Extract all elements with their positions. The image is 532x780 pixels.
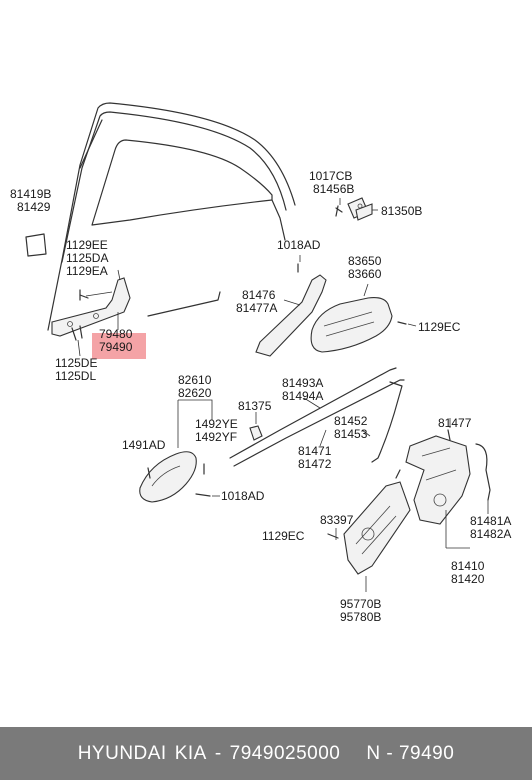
label-sticker	[25, 233, 47, 257]
actuator	[327, 469, 411, 592]
door-frame	[47, 102, 296, 331]
label-83650: 83650	[348, 254, 382, 268]
label-81429: 81429	[17, 200, 51, 214]
highlight-box	[92, 333, 146, 359]
label-82610: 82610	[178, 373, 212, 387]
label-81477: 81477	[438, 416, 472, 430]
label-81456b: 81456B	[313, 182, 354, 196]
label-81493a: 81493A	[282, 376, 323, 390]
footer-part-number: 7949025000	[229, 742, 341, 764]
parts-diagram: 81419B 81429 1129EE 1125DA 1129EA 79480 …	[10, 102, 511, 624]
outside-handle	[310, 283, 417, 353]
label-81453: 81453	[334, 427, 368, 441]
door-check	[51, 269, 131, 357]
striker	[335, 197, 378, 221]
rods	[229, 367, 405, 467]
label-81476: 81476	[242, 288, 276, 302]
label-1017cb: 1017CB	[309, 169, 352, 183]
label-81472: 81472	[298, 457, 332, 471]
door-latch	[405, 418, 491, 549]
part-footer-bar: HYUNDAI KIA - 7949025000 N - 79490	[0, 727, 532, 780]
clip	[249, 412, 263, 441]
label-1018ad-bot: 1018AD	[221, 489, 265, 503]
link-bracket	[255, 255, 327, 357]
inside-handle	[139, 399, 220, 503]
label-81494a: 81494A	[282, 389, 323, 403]
label-83397: 83397	[320, 513, 354, 527]
label-81375: 81375	[238, 399, 272, 413]
label-1492ye: 1492YE	[195, 417, 238, 431]
footer-separator: -	[214, 742, 222, 764]
label-81420: 81420	[451, 572, 485, 586]
label-1125da: 1125DA	[66, 251, 108, 265]
label-1125dl: 1125DL	[55, 369, 96, 383]
label-1129ec-top: 1129EC	[418, 320, 461, 334]
label-95770b: 95770B	[340, 597, 381, 611]
label-95780b: 95780B	[340, 610, 381, 624]
label-81419b: 81419B	[10, 187, 51, 201]
label-1129ea: 1129EA	[66, 264, 108, 278]
label-81350b: 81350B	[381, 204, 422, 218]
label-79480: 79480	[99, 327, 133, 341]
label-81410: 81410	[451, 559, 485, 573]
label-1492yf: 1492YF	[195, 430, 237, 444]
label-81471: 81471	[298, 444, 332, 458]
label-81477a: 81477A	[236, 301, 277, 315]
label-1491ad: 1491AD	[122, 438, 166, 452]
footer-brand: HYUNDAI	[77, 742, 167, 764]
label-79490: 79490	[99, 340, 133, 354]
label-83660: 83660	[348, 267, 382, 281]
label-1018ad-top: 1018AD	[277, 238, 321, 252]
footer-make: KIA	[174, 742, 207, 764]
label-1129ec-bot: 1129EC	[262, 529, 305, 543]
label-81452: 81452	[334, 414, 368, 428]
label-81481a: 81481A	[470, 514, 511, 528]
label-82620: 82620	[178, 386, 212, 400]
label-1125de: 1125DE	[55, 356, 97, 370]
footer-sub-number: N - 79490	[366, 742, 455, 764]
label-81482a: 81482A	[470, 527, 511, 541]
label-1129ee: 1129EE	[66, 238, 108, 252]
